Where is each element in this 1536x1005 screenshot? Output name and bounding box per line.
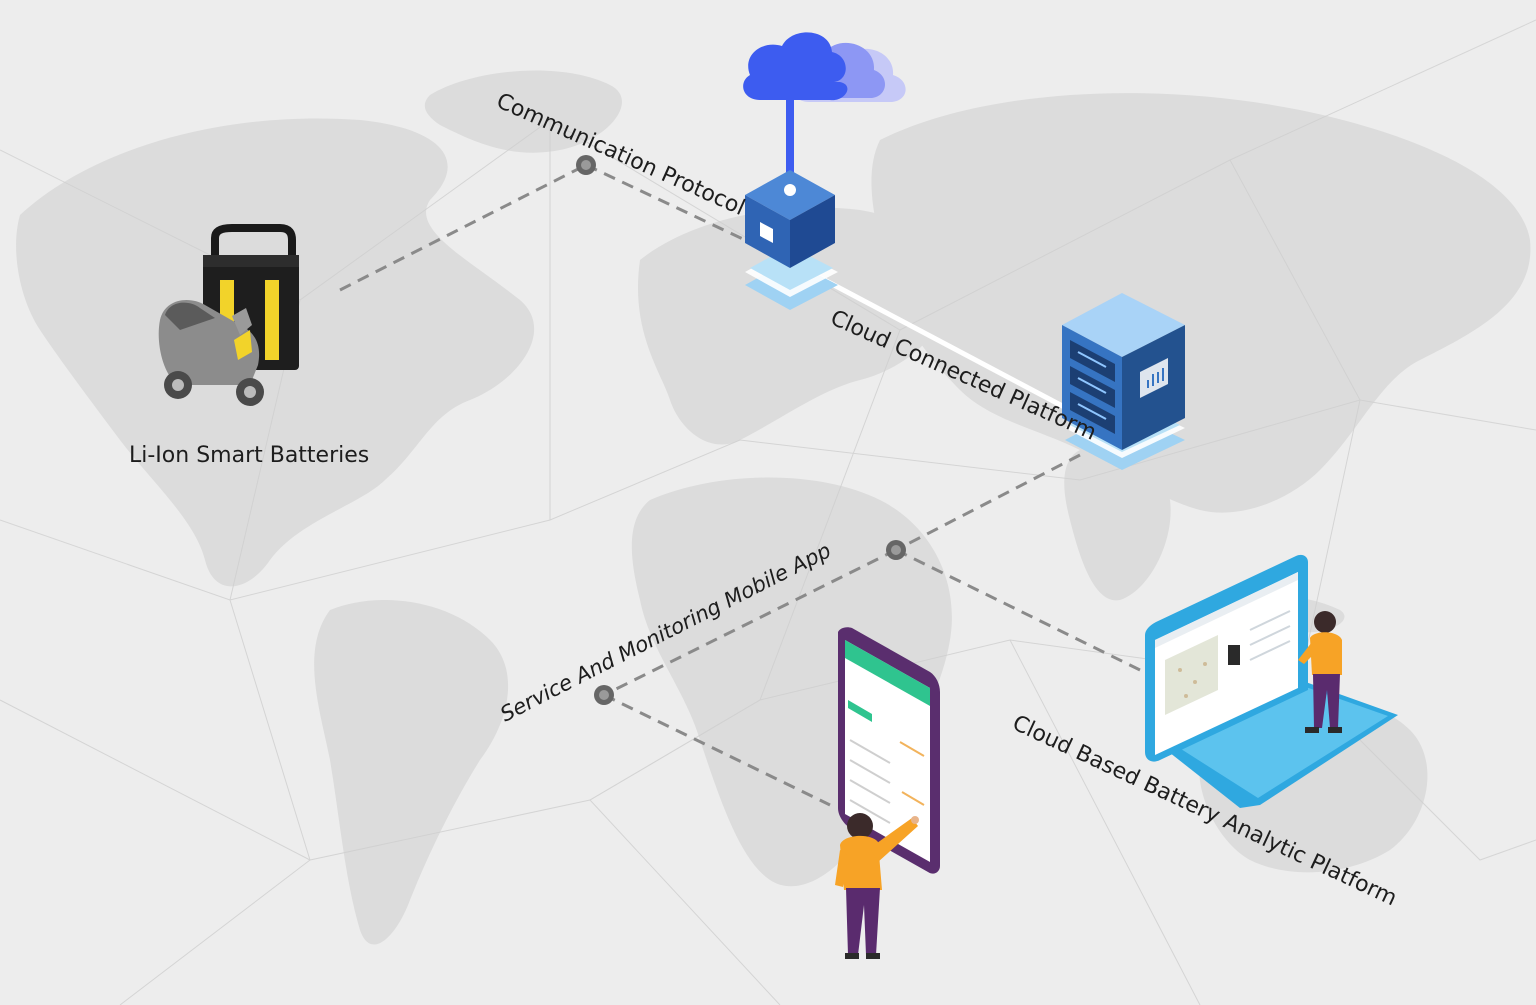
south-america-shape [314, 600, 509, 945]
label-batteries: Li-Ion Smart Batteries [129, 443, 369, 468]
connector-battery-to-protocol [339, 163, 587, 292]
connector-app-to-phone [603, 693, 831, 807]
battery-scooter-icon [158, 224, 299, 406]
india-shape [1064, 447, 1171, 601]
connector-lines [339, 163, 1141, 807]
smartphone-app-icon [838, 627, 940, 874]
node-center [886, 540, 906, 560]
node-mobile [594, 685, 614, 705]
europe-shape [637, 207, 952, 445]
hub-cube-icon [745, 170, 838, 310]
connector-hub-to-server [813, 272, 1072, 413]
person-using-laptop [1298, 611, 1342, 733]
connector-node-to-laptop [895, 548, 1141, 672]
connector-server-to-node [895, 453, 1081, 552]
person-using-phone [835, 813, 919, 959]
asia-shape [871, 93, 1531, 513]
junction-nodes [576, 155, 906, 705]
server-rack-icon [1062, 293, 1185, 470]
greenland-shape [424, 70, 622, 153]
connector-protocol-to-hub [585, 163, 746, 242]
cloud-icon [743, 32, 906, 185]
node-protocol [576, 155, 596, 175]
connector-node-to-app [603, 548, 897, 697]
